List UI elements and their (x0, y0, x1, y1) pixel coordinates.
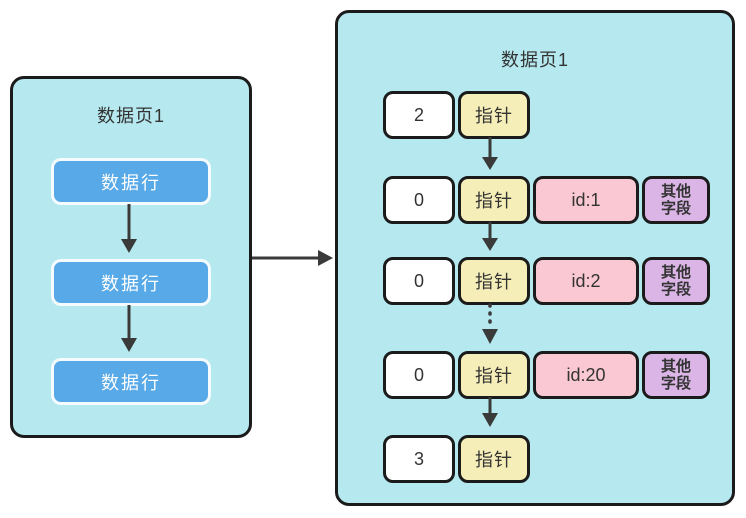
record-num-cell: 0 (383, 176, 455, 224)
record-row-id1: 0 指针 id:1 其他 字段 (383, 176, 713, 224)
right-data-page-panel: 数据页1 2 指针 0 指针 id:1 其他 字段 0 指针 id:2 其他 字… (335, 10, 735, 506)
other-field-line: 字段 (660, 200, 691, 217)
data-row-box-1: 数据行 (51, 158, 211, 205)
record-num-cell: 0 (383, 351, 455, 399)
record-id-cell: id:1 (533, 176, 639, 224)
record-id-cell: id:20 (533, 351, 639, 399)
record-other-fields-cell: 其他 字段 (642, 176, 710, 224)
left-page-title: 数据页1 (96, 106, 165, 126)
right-page-title: 数据页1 (500, 50, 569, 70)
record-pointer-cell: 指针 (458, 257, 530, 305)
other-field-line: 其他 (660, 182, 691, 200)
record-pointer-cell: 指针 (458, 351, 530, 399)
record-num-cell: 2 (383, 91, 455, 139)
other-field-line: 字段 (660, 375, 691, 392)
left-data-page-panel: 数据页1 数据行 数据行 数据行 (10, 76, 252, 438)
record-other-fields-cell: 其他 字段 (642, 351, 710, 399)
record-num-cell: 0 (383, 257, 455, 305)
record-row-id2: 0 指针 id:2 其他 字段 (383, 257, 713, 305)
record-pointer-cell: 指针 (458, 91, 530, 139)
other-field-line: 其他 (660, 357, 691, 375)
other-field-line: 其他 (660, 263, 691, 281)
record-other-fields-cell: 其他 字段 (642, 257, 710, 305)
record-id-cell: id:2 (533, 257, 639, 305)
data-row-box-2: 数据行 (51, 259, 211, 306)
other-field-line: 字段 (660, 281, 691, 298)
record-row-id20: 0 指针 id:20 其他 字段 (383, 351, 713, 399)
right-arrow-page-link (252, 250, 333, 266)
record-row-min: 2 指针 (383, 91, 713, 139)
record-pointer-cell: 指针 (458, 176, 530, 224)
record-pointer-cell: 指针 (458, 435, 530, 483)
record-num-cell: 3 (383, 435, 455, 483)
data-row-box-3: 数据行 (51, 358, 211, 405)
record-row-max: 3 指针 (383, 435, 713, 483)
